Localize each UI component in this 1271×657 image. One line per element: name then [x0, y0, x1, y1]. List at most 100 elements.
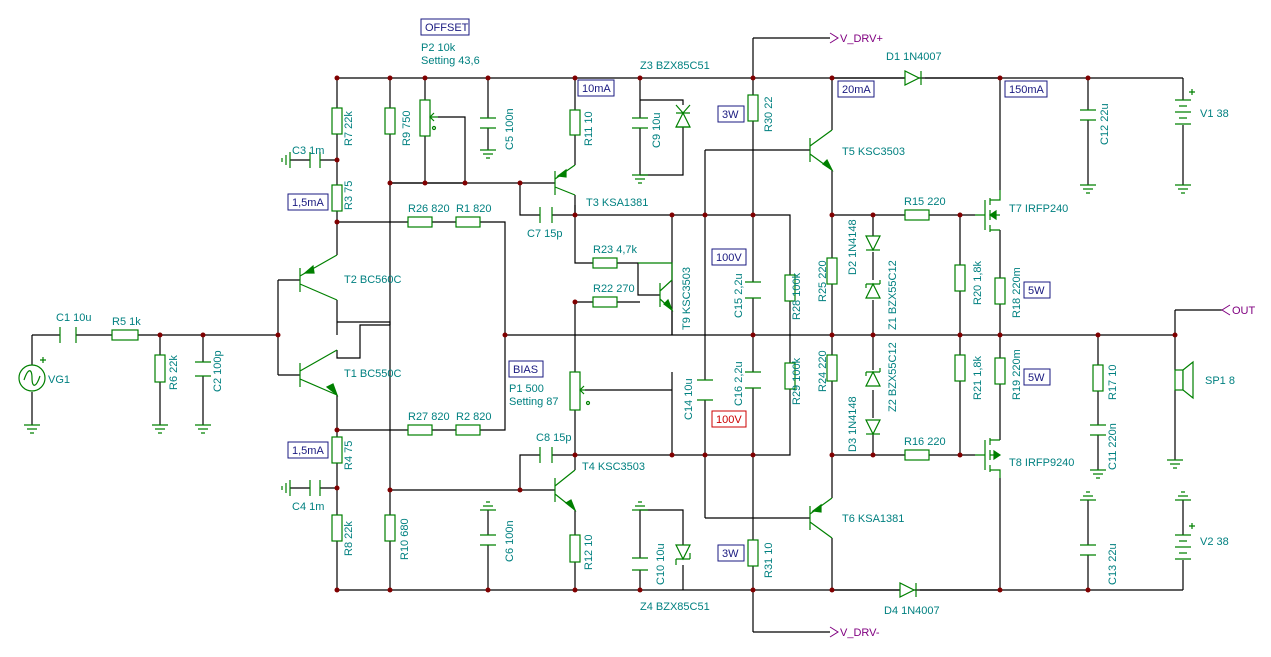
- r29-body: [784, 362, 796, 390]
- r20-body: [954, 264, 966, 292]
- component-labels: P2 10k Setting 43,6 P1 500 Setting 87 R7…: [48, 42, 1235, 617]
- label-c2: C2 100p: [212, 350, 224, 392]
- label-t3: T3 KSA1381: [586, 197, 648, 209]
- r31-body: [747, 539, 759, 567]
- c6-plates: [480, 534, 496, 546]
- label-v2: V2 38: [1200, 536, 1229, 548]
- r11-body: [569, 109, 581, 136]
- label-r9: R9 750: [401, 111, 413, 146]
- label-t7: T7 IRFP240: [1009, 203, 1068, 215]
- resistors: [111, 94, 1104, 567]
- r6-body: [154, 354, 166, 383]
- label-r19: R19 220m: [1011, 349, 1023, 400]
- label-r24: R24 220: [817, 350, 829, 392]
- offset-box: OFFSET: [425, 22, 469, 34]
- diodes: [675, 70, 922, 598]
- r10-body: [384, 514, 396, 542]
- r12-body: [569, 534, 581, 563]
- r24-body: [826, 354, 838, 382]
- sp1-symbol: [1174, 369, 1184, 391]
- label-v1: V1 38: [1200, 108, 1229, 120]
- r4-body: [331, 436, 343, 464]
- label-t6: T6 KSA1381: [842, 513, 904, 525]
- label-r28: R28 100k: [791, 272, 803, 320]
- r21-body: [954, 354, 966, 382]
- label-c3: C3 1m: [292, 145, 324, 157]
- annot-150ma: 150mA: [1009, 84, 1045, 96]
- r28-body: [784, 274, 796, 302]
- c5-plates: [480, 117, 496, 129]
- v1-symbol: [1175, 99, 1191, 125]
- label-c15: C15 2,2u: [733, 273, 745, 318]
- label-sp1: SP1 8: [1205, 375, 1235, 387]
- label-r1: R1 820: [456, 203, 491, 215]
- p2-body: [419, 99, 431, 137]
- label-r8: R8 22k: [343, 521, 355, 556]
- c2-plates: [195, 361, 211, 377]
- label-c7: C7 15p: [527, 228, 562, 240]
- annot-5w-bot: 5W: [1028, 372, 1045, 384]
- r5-body: [111, 329, 139, 341]
- r3-body: [331, 184, 343, 212]
- label-p2-setting: Setting 43,6: [421, 55, 480, 67]
- label-r5: R5 1k: [112, 316, 141, 328]
- label-r16: R16 220: [904, 436, 946, 448]
- label-d2: D2 1N4148: [847, 219, 859, 275]
- capacitors: [59, 109, 1106, 571]
- c12-plates: [1080, 109, 1096, 121]
- c4-plates: [309, 480, 321, 496]
- c7-plates: [539, 207, 553, 223]
- label-r20: R20 1,8k: [972, 260, 984, 305]
- r9-body: [384, 107, 396, 135]
- label-r22: R22 270: [593, 283, 635, 295]
- label-r21: R21 1,8k: [972, 355, 984, 400]
- label-c1: C1 10u: [56, 312, 91, 324]
- r27-body: [407, 424, 433, 436]
- label-r30: R30 22: [763, 97, 775, 132]
- label-r31: R31 10: [763, 543, 775, 578]
- annot-10ma: 10mA: [582, 83, 611, 95]
- label-c11: C11 220n: [1107, 423, 1119, 470]
- r8-body: [331, 514, 343, 542]
- c1-plates: [59, 327, 77, 343]
- r26-body: [407, 216, 433, 228]
- sources: [18, 89, 1195, 560]
- label-r6: R6 22k: [168, 355, 180, 390]
- label-r12: R12 10: [583, 535, 595, 570]
- annot-100v-top: 100V: [716, 252, 742, 264]
- label-d1: D1 1N4007: [886, 51, 942, 63]
- annot-20ma: 20mA: [842, 84, 871, 96]
- label-r29: R29 100k: [791, 357, 803, 405]
- label-c5: C5 100n: [504, 108, 516, 150]
- vdrv-minus-label: V_DRV-: [840, 627, 880, 639]
- r22-body: [592, 296, 618, 308]
- label-r25: R25 220: [817, 260, 829, 302]
- label-t4: T4 KSC3503: [582, 461, 645, 473]
- vdrv-plus-label: V_DRV+: [840, 33, 883, 45]
- potentiometers: [419, 99, 591, 411]
- label-r27: R27 820: [408, 411, 450, 423]
- label-t2: T2 BC560C: [344, 274, 402, 286]
- label-r18: R18 220m: [1011, 267, 1023, 318]
- label-d3: D3 1N4148: [847, 396, 859, 452]
- label-r4: R4 75: [343, 441, 355, 470]
- label-z2: Z2 BZX55C12: [887, 342, 899, 412]
- transistors: [299, 129, 834, 539]
- r30-body: [747, 94, 759, 122]
- label-c14: C14 10u: [683, 378, 695, 420]
- label-p1-setting: Setting 87: [509, 396, 559, 408]
- r25-body: [826, 257, 838, 285]
- grounds: [24, 149, 1191, 511]
- c10-plates: [632, 557, 648, 571]
- label-d4: D4 1N4007: [884, 605, 940, 617]
- label-r15: R15 220: [904, 196, 946, 208]
- wires: [31, 37, 1222, 633]
- out-label: OUT: [1232, 305, 1256, 317]
- label-p1: P1 500: [509, 383, 544, 395]
- r15-body: [904, 209, 930, 221]
- label-c6: C6 100n: [504, 520, 516, 562]
- label-r7: R7 22k: [343, 111, 355, 146]
- label-r2: R2 820: [456, 411, 491, 423]
- label-r10: R10 680: [399, 518, 411, 560]
